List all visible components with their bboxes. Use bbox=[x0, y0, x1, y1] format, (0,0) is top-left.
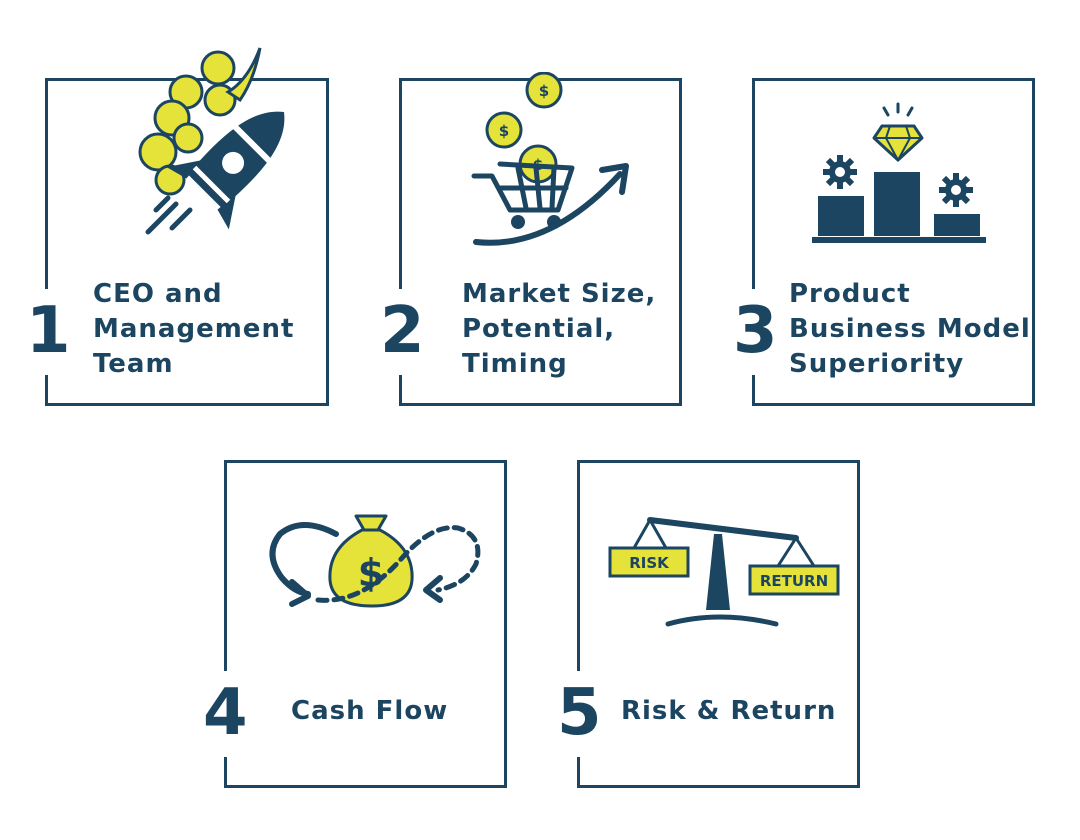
card-risk-return bbox=[574, 460, 860, 788]
card-number: 3 bbox=[733, 294, 778, 368]
card-label: CEO and Management Team bbox=[93, 279, 295, 379]
card-number: 2 bbox=[380, 294, 425, 368]
card-number: 5 bbox=[557, 676, 602, 750]
money-bag-cycle-icon: $ bbox=[269, 514, 481, 608]
card-label: Market Size, Potential, Timing bbox=[462, 279, 657, 379]
podium-diamond-icon bbox=[812, 102, 986, 243]
card-label: Cash Flow bbox=[291, 696, 449, 726]
rocket-icon bbox=[138, 47, 285, 235]
return-label: RETURN bbox=[760, 572, 828, 590]
svg-text:$: $ bbox=[499, 122, 509, 140]
card-number: 1 bbox=[26, 294, 71, 368]
card-label: Product Business Model Superiority bbox=[789, 279, 1031, 379]
shopping-cart-rising-icon: $ $ $ bbox=[471, 72, 629, 246]
card-label: Risk & Return bbox=[621, 696, 837, 726]
card-number: 4 bbox=[203, 676, 248, 750]
svg-text:$: $ bbox=[539, 82, 549, 100]
balance-scale-icon: RISK RETURN bbox=[608, 517, 840, 627]
risk-label: RISK bbox=[629, 554, 670, 572]
